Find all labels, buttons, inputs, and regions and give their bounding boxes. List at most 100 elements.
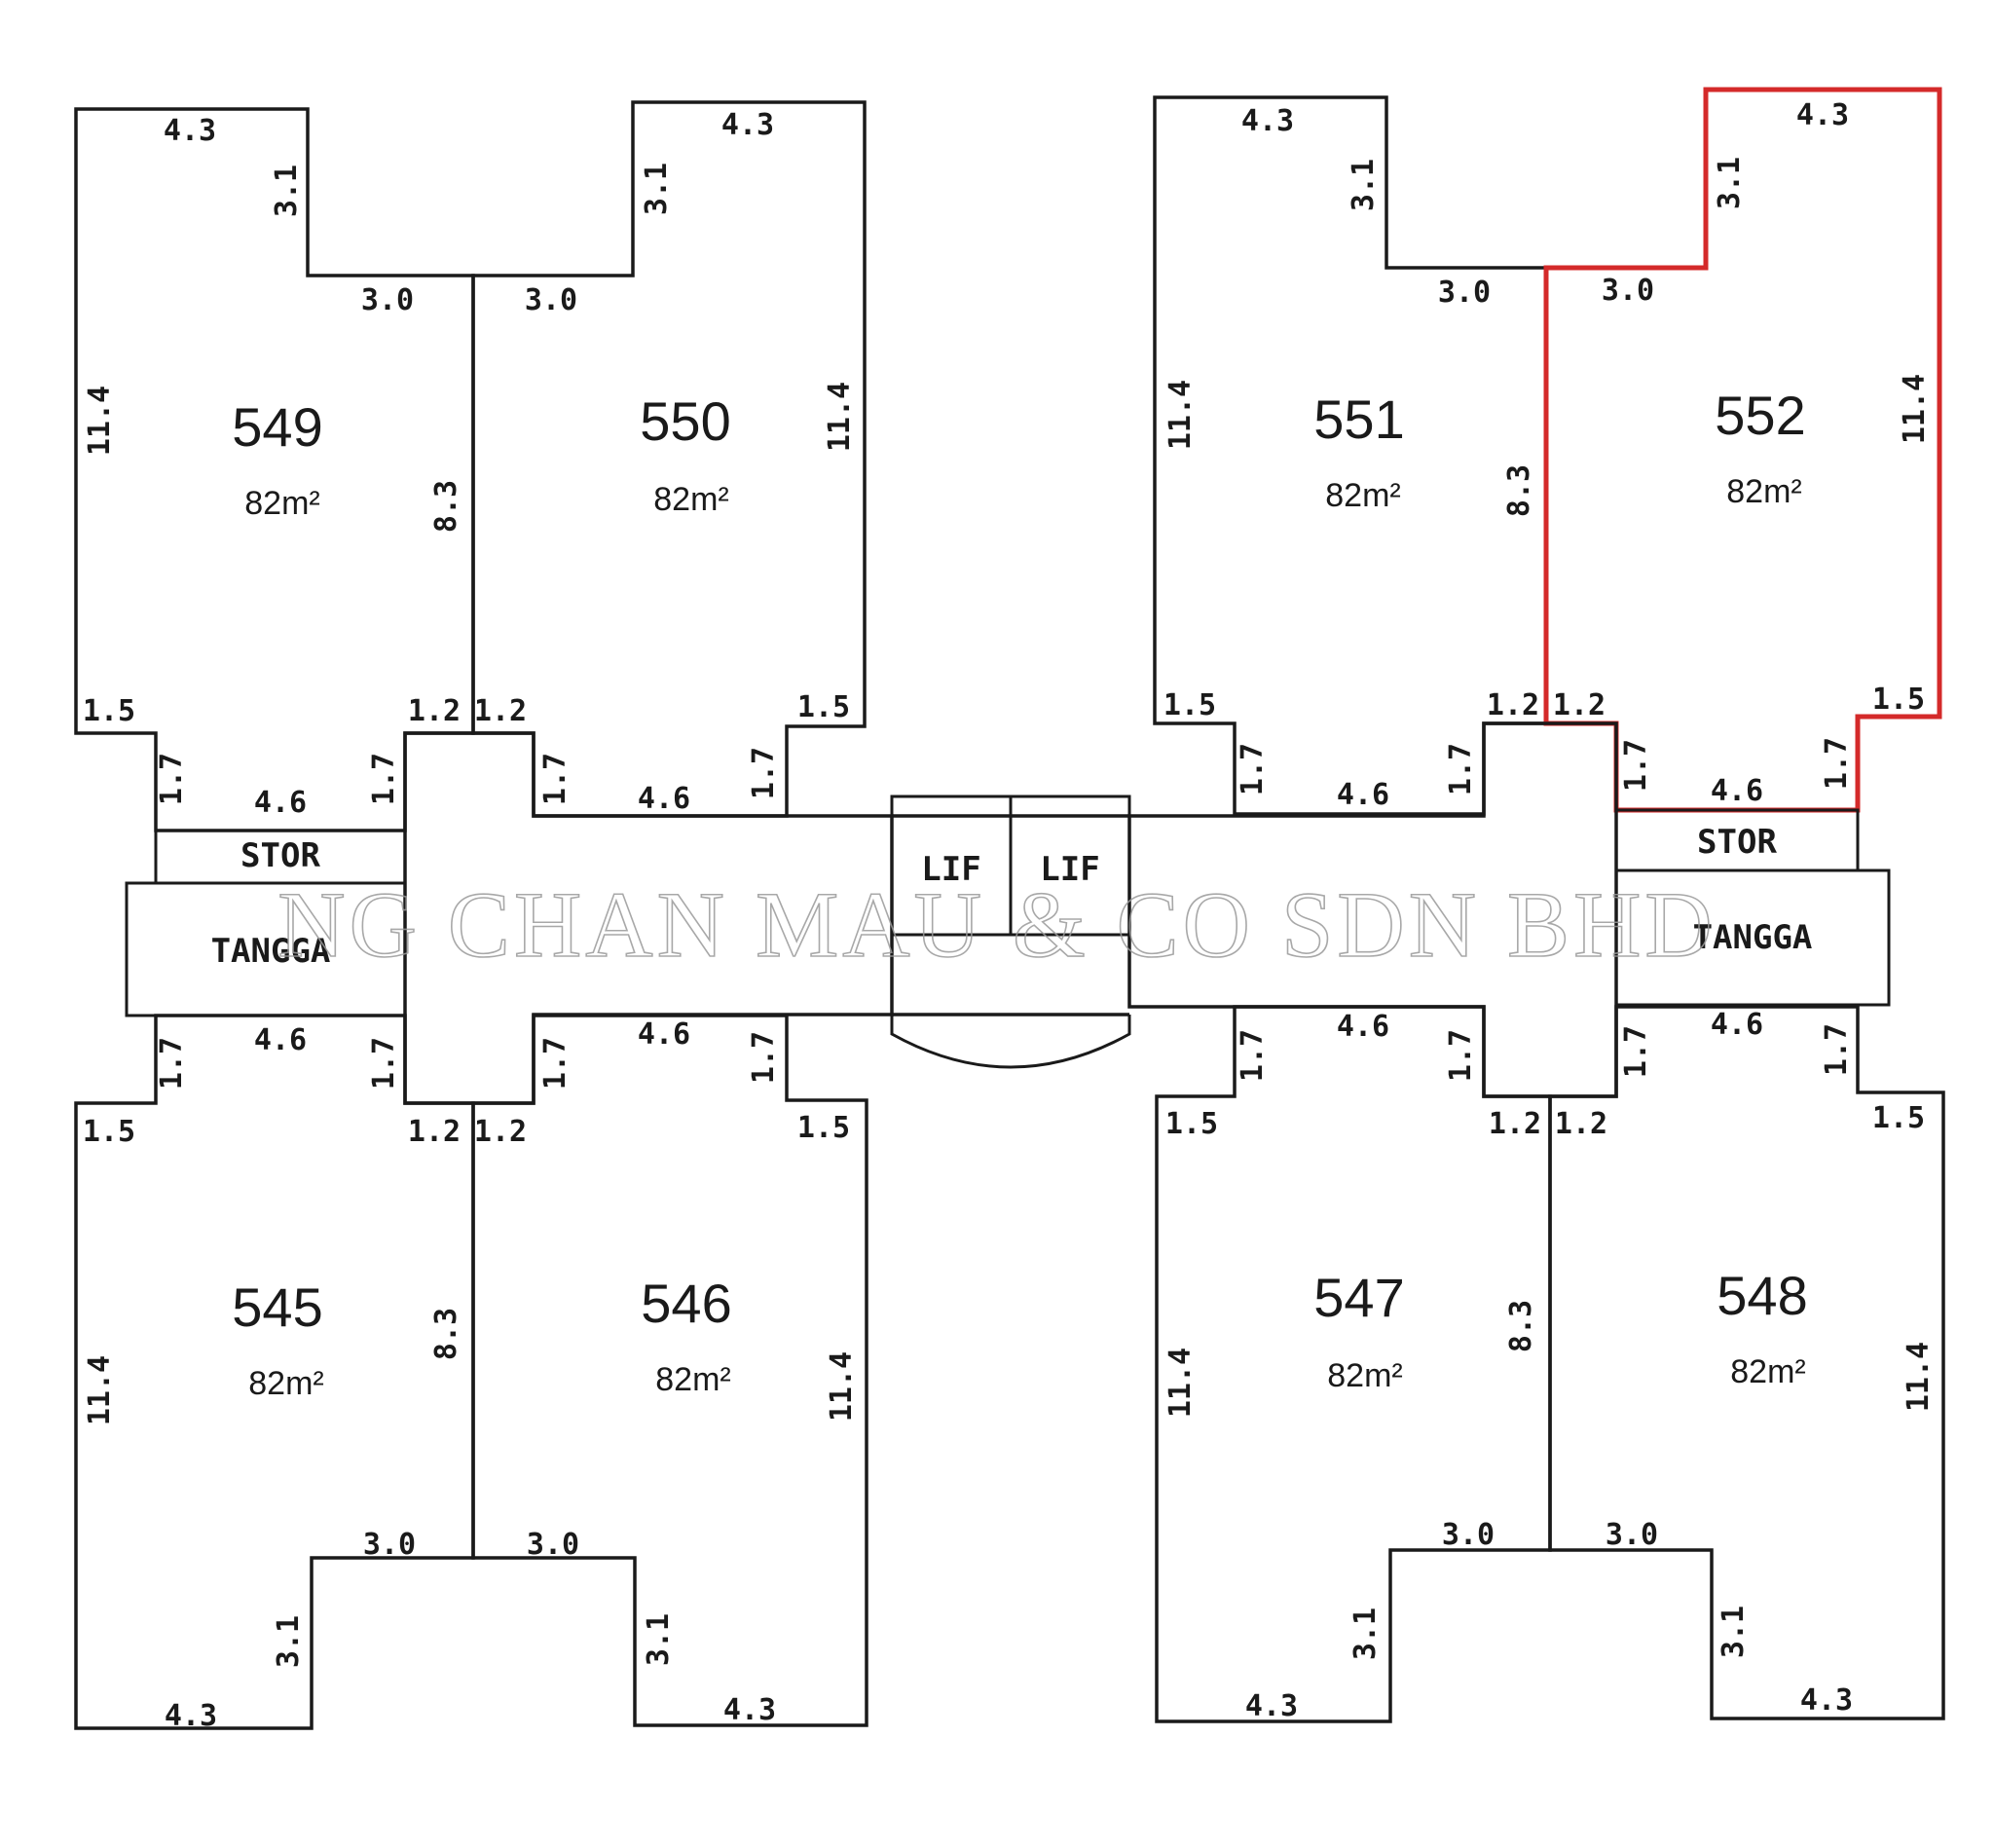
dim-549-sl-v: 1.7: [155, 753, 189, 805]
unit-number-549: 549: [232, 396, 322, 458]
dim-549-left-v: 11.4: [83, 386, 117, 456]
unit-number-550: 550: [640, 390, 730, 452]
dim-545-step: 3.0: [363, 1528, 416, 1562]
dim-548-right-v: 11.4: [1902, 1342, 1936, 1412]
dim-549-top: 4.3: [164, 114, 216, 148]
dim-551-sl-v: 1.7: [1236, 743, 1270, 795]
unit-area-551: 82m²: [1325, 477, 1400, 514]
dim-551-br: 1.2: [1487, 688, 1539, 722]
dim-546-tr: 1.5: [797, 1111, 850, 1145]
dim-547-balc: 4.6: [1337, 1010, 1389, 1044]
stairs-right: [1614, 869, 1891, 1007]
stor-left-label: STOR: [240, 836, 320, 875]
dim-548-bottom: 4.3: [1800, 1683, 1853, 1718]
dim-552-br: 1.5: [1872, 683, 1925, 717]
unit-area-552: 82m²: [1726, 473, 1801, 510]
tangga-right-label: TANGGA: [1693, 918, 1813, 957]
dim-546-right-v: 11.4: [825, 1351, 859, 1422]
dim-545-sl-v: 1.7: [155, 1037, 189, 1090]
dim-552-balc: 4.6: [1711, 774, 1763, 808]
dim-549-br: 1.2: [408, 694, 461, 728]
dim-545-bottom: 4.3: [165, 1699, 217, 1733]
dim-546-step-v: 3.1: [642, 1613, 676, 1666]
lift-2-label: LIF: [1040, 850, 1099, 889]
dim-550-top: 4.3: [721, 108, 774, 142]
dim-552-sr-v: 1.7: [1820, 737, 1854, 790]
unit-area-546: 82m²: [655, 1361, 730, 1398]
dim-551-left-v: 11.4: [1163, 380, 1198, 450]
dim-551-step: 3.0: [1438, 276, 1491, 310]
dim-549-balc: 4.6: [254, 786, 307, 820]
dim-545-sr-v: 1.7: [367, 1037, 401, 1090]
tangga-left-label: TANGGA: [211, 932, 331, 971]
dim-551-balc: 4.6: [1337, 778, 1389, 812]
unit-area-549: 82m²: [244, 485, 319, 522]
dim-546-tl: 1.2: [474, 1115, 527, 1149]
dim-548-tr: 1.5: [1872, 1101, 1925, 1135]
dim-550-br: 1.5: [797, 690, 850, 724]
unit-area-545: 82m²: [248, 1365, 323, 1402]
dim-552-right-v: 11.4: [1898, 374, 1932, 444]
dim-547-step: 3.0: [1442, 1518, 1495, 1552]
dim-546-sl-v: 1.7: [538, 1037, 572, 1090]
unit-number-546: 546: [641, 1273, 731, 1334]
dim-552-top: 4.3: [1796, 98, 1849, 132]
dim-546-bottom: 4.3: [723, 1693, 776, 1727]
dim-548-sl-v: 1.7: [1619, 1025, 1653, 1078]
dim-548-step: 3.0: [1606, 1518, 1658, 1552]
dim-552-step: 3.0: [1602, 274, 1654, 308]
dim-545-tr: 1.2: [408, 1115, 461, 1149]
dim-547-left-v: 11.4: [1163, 1348, 1198, 1418]
dim-549-step: 3.0: [361, 283, 414, 317]
dim-547-tl: 1.5: [1165, 1107, 1218, 1141]
dim-545-tl: 1.5: [83, 1115, 135, 1149]
dim-546-balc: 4.6: [638, 1017, 690, 1052]
unit-number-552: 552: [1715, 385, 1805, 446]
dim-549-mid-v: 8.3: [429, 480, 463, 533]
dim-547-sl-v: 1.7: [1236, 1029, 1270, 1082]
dim-551-bl: 1.5: [1163, 688, 1216, 722]
dim-550-right-v: 11.4: [823, 382, 857, 452]
dim-550-sr-v: 1.7: [747, 747, 781, 799]
dim-548-sr-v: 1.7: [1820, 1023, 1854, 1076]
unit-number-545: 545: [232, 1276, 322, 1338]
unit-number-548: 548: [1717, 1265, 1807, 1326]
unit-number-547: 547: [1313, 1267, 1404, 1328]
dim-551-top: 4.3: [1241, 104, 1294, 138]
unit-area-547: 82m²: [1327, 1357, 1402, 1394]
dim-547-sr-v: 1.7: [1444, 1029, 1478, 1082]
dim-547-tr: 1.2: [1489, 1107, 1541, 1141]
lift-1-label: LIF: [921, 850, 980, 889]
dim-552-bl: 1.2: [1553, 688, 1606, 722]
dim-546-sr-v: 1.7: [747, 1031, 781, 1084]
dim-551-sr-v: 1.7: [1444, 743, 1478, 795]
dim-545-balc: 4.6: [254, 1023, 307, 1057]
dim-550-balc: 4.6: [638, 782, 690, 816]
dim-549-bl: 1.5: [83, 694, 135, 728]
dim-552-sl-v: 1.7: [1619, 739, 1653, 792]
dim-552-step-v: 3.1: [1713, 157, 1747, 209]
dim-547-mid-v: 8.3: [1504, 1300, 1538, 1352]
dim-546-step: 3.0: [527, 1528, 579, 1562]
dim-550-step: 3.0: [525, 283, 577, 317]
dim-550-sl-v: 1.7: [538, 753, 572, 805]
dim-549-step-v: 3.1: [270, 165, 304, 217]
corridor: [403, 721, 1618, 1105]
dim-548-balc: 4.6: [1711, 1008, 1763, 1042]
dim-548-tl: 1.2: [1555, 1107, 1607, 1141]
watermark: NG CHAN MAU & CO SDN BHD: [277, 872, 1716, 977]
dim-550-step-v: 3.1: [640, 163, 674, 215]
dim-549-sr-v: 1.7: [367, 753, 401, 805]
dim-547-step-v: 3.1: [1348, 1608, 1383, 1660]
unit-area-550: 82m²: [653, 481, 728, 518]
unit-area-548: 82m²: [1730, 1353, 1805, 1390]
dim-547-bottom: 4.3: [1245, 1689, 1298, 1723]
dim-545-left-v: 11.4: [83, 1355, 117, 1425]
unit-number-551: 551: [1313, 388, 1404, 450]
dim-550-bl: 1.2: [474, 694, 527, 728]
stor-right-label: STOR: [1697, 823, 1777, 862]
stairs-left: [125, 881, 407, 1017]
dim-551-mid-v: 8.3: [1502, 464, 1536, 517]
dim-545-step-v: 3.1: [272, 1615, 306, 1668]
